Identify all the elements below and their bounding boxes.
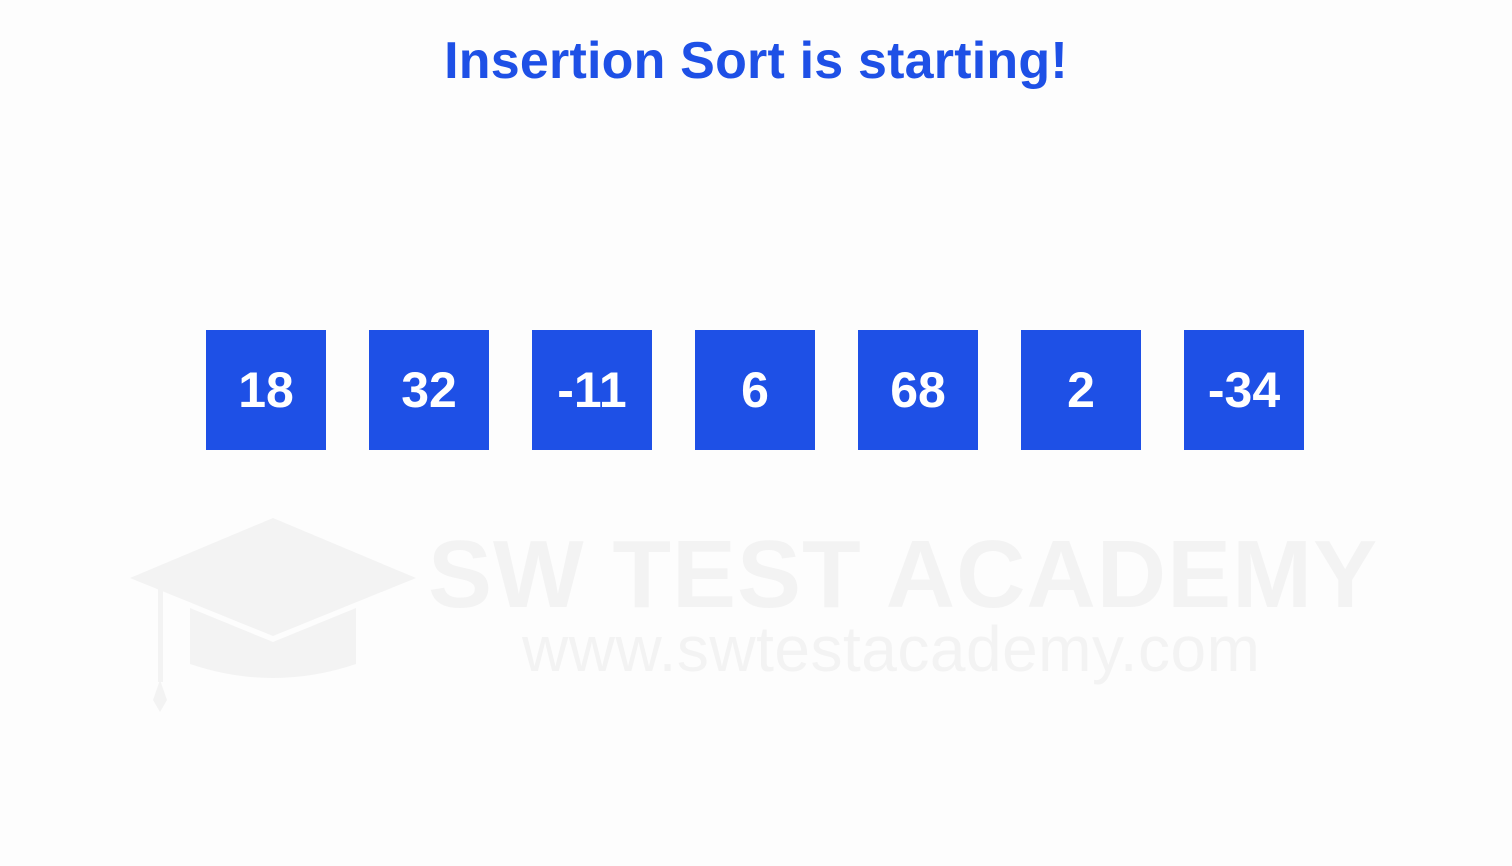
- watermark-url: www.swtestacademy.com: [522, 613, 1261, 685]
- array-cell: 32: [369, 330, 489, 450]
- array-cell: 6: [695, 330, 815, 450]
- watermark-brand-name: SW TEST ACADEMY: [428, 521, 1379, 628]
- array-cell: -11: [532, 330, 652, 450]
- array-cell: -34: [1184, 330, 1304, 450]
- array-cell: 68: [858, 330, 978, 450]
- array-container: 18 32 -11 6 68 2 -34: [206, 330, 1304, 450]
- page-title: Insertion Sort is starting!: [444, 32, 1068, 90]
- array-cell: 2: [1021, 330, 1141, 450]
- array-cell: 18: [206, 330, 326, 450]
- graduation-cap-icon: [130, 518, 416, 712]
